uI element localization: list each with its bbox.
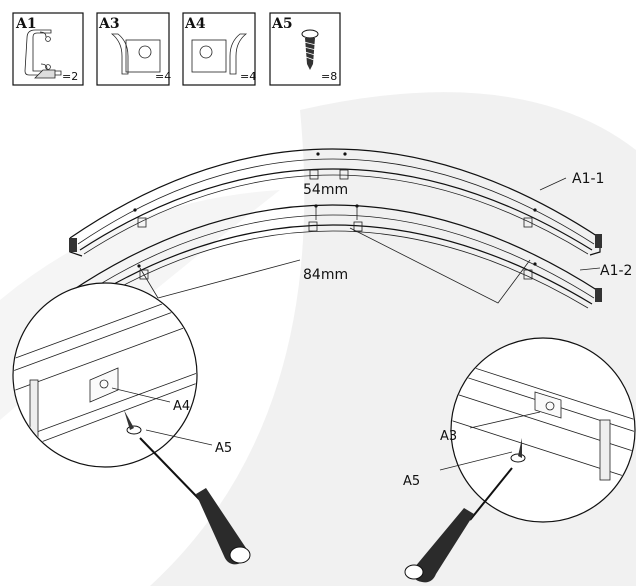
part-a5-qty: =8 — [321, 70, 337, 83]
part-a4-code: A4 — [184, 16, 206, 32]
part-a3-qty: =4 — [155, 70, 171, 83]
screwdriver-left — [124, 410, 251, 565]
detail-right-screw-label: A5 — [403, 474, 420, 489]
part-a4-box: A4 =4 — [182, 12, 256, 86]
part-a5-code: A5 — [271, 16, 293, 32]
parts-legend: A1 =2 A3 =4 A4 — [12, 12, 341, 86]
rail-outer-label: A1-1 — [572, 171, 604, 187]
bracket-right-icon — [191, 33, 248, 75]
dimension-large-label: 84mm — [303, 267, 348, 283]
detail-left-bracket-label: A4 — [173, 399, 190, 414]
bracket-left-icon — [110, 33, 161, 75]
detail-right — [404, 337, 636, 583]
dimension-84mm: 84mm — [303, 267, 348, 283]
rail-inner-label: A1-2 — [600, 263, 632, 279]
part-a4-qty: =4 — [240, 70, 256, 83]
detail-right-bracket-label: A3 — [440, 429, 457, 444]
screw-icon — [301, 29, 319, 70]
dimension-54mm: 54mm — [303, 182, 358, 220]
detail-left-screw-label: A5 — [215, 441, 232, 456]
part-a1-code: A1 — [15, 16, 37, 32]
rail-outer — [69, 148, 602, 257]
part-a3-code: A3 — [98, 16, 120, 32]
rail-profile-icon — [24, 29, 62, 79]
part-a5-box: A5 =8 — [269, 12, 341, 86]
dimension-small-label: 54mm — [303, 182, 348, 198]
detail-left — [12, 282, 251, 565]
part-a1-box: A1 =2 — [12, 12, 84, 86]
screwdriver-right — [404, 438, 526, 583]
part-a3-box: A3 =4 — [96, 12, 171, 86]
rail-inner — [69, 204, 602, 309]
part-a1-qty: =2 — [62, 70, 78, 83]
